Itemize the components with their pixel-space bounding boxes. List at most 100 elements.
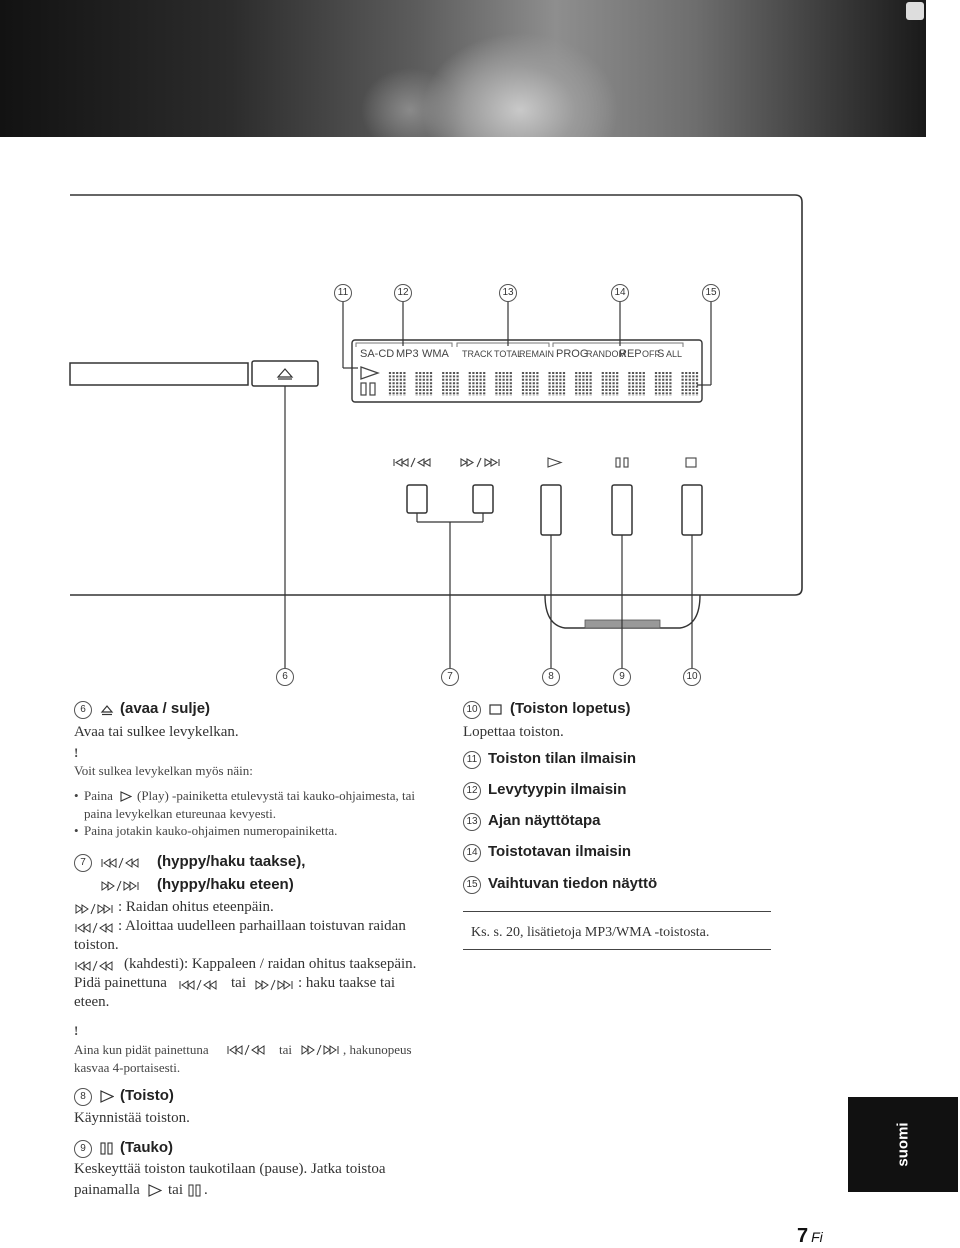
section-9-num: 9 [74,1140,92,1158]
section-15-title: Vaihtuvan tiedon näyttö [488,875,658,892]
skip-back-button [406,484,428,514]
note-bullet-1-cont: paina levykelkan etureunaa kevyesti. [84,806,277,821]
header-photo [0,0,926,137]
note-2-c: , hakunopeus [343,1042,412,1057]
dot-matrix-cell [575,372,592,396]
callout-10: 10 [683,668,701,686]
note-bullet-1-post: (Play) -painiketta etulevystä tai kauko-… [137,788,415,803]
pause-icon [188,1184,201,1197]
section-7-line-3: (kahdesti): Kappaleen / raidan ohitus ta… [124,956,417,972]
section-7-line-4b: tai [231,975,246,991]
lcd-label-wma: WMA [422,348,449,360]
skip-forward-icon [75,903,113,915]
section-9-title: (Tauko) [120,1139,174,1156]
lcd-label-sacd: SA-CD [360,348,395,360]
logo-fragment [906,2,924,20]
skip-forward-icon [301,1044,339,1056]
section-6-body: Avaa tai sulkee levykelkan. [74,724,239,740]
page-language: Fi [811,1229,823,1245]
callout-14: 14 [611,284,629,302]
skip-forward-button [472,484,494,514]
divider [463,911,771,912]
dot-matrix-cell [415,372,433,396]
lcd-label-all: ALL [666,349,683,359]
callout-8: 8 [542,668,560,686]
section-9-body-2b: tai [168,1182,183,1198]
note-2-a: Aina kun pidät painettuna [74,1042,209,1057]
pause-icon [100,1142,113,1155]
page-number-value: 7 [797,1225,809,1247]
lcd-label-mp3: MP3 [396,348,419,360]
dot-matrix-cell [601,372,619,396]
dot-matrix-cell [548,372,566,396]
dot-matrix-cell [388,372,406,396]
section-13-title: Ajan näyttötapa [488,812,601,829]
callout-9: 9 [613,668,631,686]
lcd-label-s: S [657,348,665,360]
panel-outline [70,194,803,596]
section-14-title: Toistotavan ilmaisin [488,843,632,860]
section-7-title-1: (hyppy/haku taakse), [157,853,306,870]
section-7-line-4d: eteen. [74,994,110,1010]
disc-tray [69,362,249,386]
dot-matrix-cell [681,372,699,396]
note-mark: ! [74,745,79,760]
dot-matrix-cell [521,372,539,396]
lcd-label-off: OFF [642,349,660,359]
section-6-title: (avaa / sulje) [120,700,211,717]
play-icon [148,1184,162,1197]
lcd-play-icon [360,366,380,380]
lcd-label-total: TOTAL [494,349,523,359]
callout-7: 7 [441,668,459,686]
skip-back-icon [179,979,217,991]
note-2-d: kasvaa 4-portaisesti. [74,1060,181,1075]
skip-back-icon [101,857,139,869]
callout-13: 13 [499,284,517,302]
dot-matrix-cell [442,372,459,396]
section-7-line-4a: Pidä painettuna [74,975,167,991]
section-8-num: 8 [74,1088,92,1106]
section-14-num: 14 [463,844,481,862]
stop-button [681,484,703,536]
skip-back-icon [393,457,431,468]
stop-icon [489,704,502,715]
lcd-pause-icon [360,382,367,396]
skip-back-icon [75,922,113,934]
dot-matrix-cell [468,372,486,396]
section-9-body-2a: painamalla [74,1182,140,1198]
section-10-num: 10 [463,701,481,719]
bullet: • [74,823,79,838]
language-tab: suomi [848,1097,958,1192]
lcd-label-prog: PROG [556,348,589,360]
skip-forward-icon [460,457,500,468]
lcd-label-remain: REMAIN [519,349,555,359]
note-2-b: tai [279,1042,292,1057]
callout-12: 12 [394,284,412,302]
skip-back-icon [227,1044,265,1056]
pause-icon [615,457,629,468]
callout-6: 6 [276,668,294,686]
section-12-title: Levytyypin ilmaisin [488,781,627,798]
display-window [351,339,703,403]
section-6-num: 6 [74,701,92,719]
device-diagram [69,194,803,668]
note-bullet-1-pre: Paina [84,788,113,803]
section-11-title: Toiston tilan ilmaisin [488,750,637,767]
skip-back-icon [75,960,113,972]
section-7-line-4c: : haku taakse tai [298,975,396,991]
note-bullet-2: Paina jotakin kauko-ohjaimen numeropaini… [84,823,338,838]
note-intro: Voit sulkea levykelkan myös näin: [74,763,253,778]
section-11-num: 11 [463,751,481,769]
lcd-label-rep: REP [619,348,642,360]
eject-icon [100,705,114,716]
skip-forward-icon [255,979,293,991]
divider [463,949,771,950]
pause-button [611,484,633,536]
section-7-title-2: (hyppy/haku eteen) [157,876,294,893]
section-7-line-2b: toiston. [74,937,119,953]
stop-icon [685,457,697,468]
section-12-num: 12 [463,782,481,800]
dot-matrix-cell [495,372,512,396]
section-9-body-2c: . [204,1182,208,1198]
